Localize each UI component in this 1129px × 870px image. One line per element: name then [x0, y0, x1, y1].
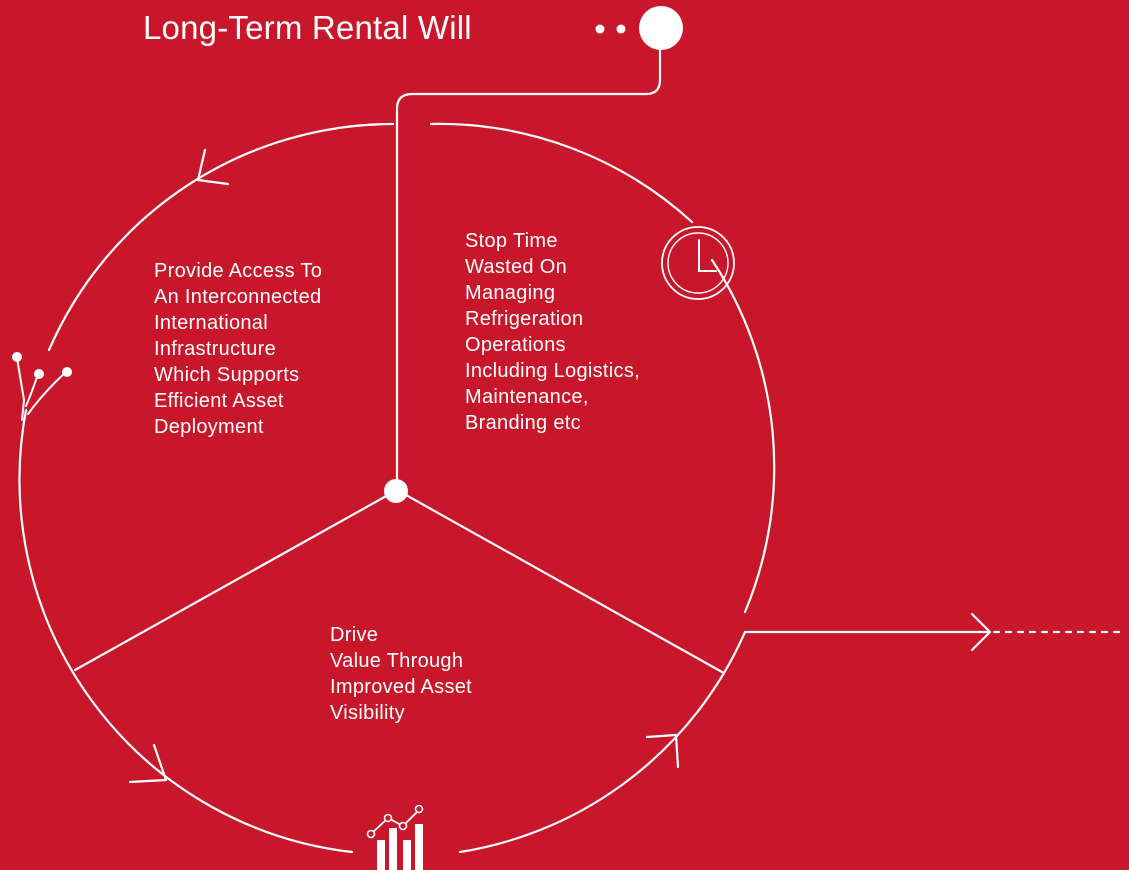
segment-left-line: Deployment — [154, 416, 264, 438]
spoke-right — [395, 488, 724, 674]
ring-arrowhead-top-left — [196, 148, 230, 186]
segment-left-line: International — [154, 312, 268, 334]
segment-right-line: Including Logistics, — [465, 360, 640, 382]
cycle-arc-top-right — [429, 122, 694, 224]
title-connector-line — [395, 32, 662, 487]
center-node — [384, 479, 408, 503]
title-small-dot-2 — [616, 24, 626, 34]
cycle-arc-bottom-right — [458, 630, 747, 854]
segment-left-text: Provide Access To An Interconnected Inte… — [154, 258, 322, 440]
segment-bottom-line: Value Through — [330, 650, 464, 672]
segment-right-line: Operations — [465, 334, 566, 356]
diagram-title: Long-Term Rental Will — [143, 9, 472, 46]
segment-right-line: Maintenance, — [465, 386, 589, 408]
ring-arrowhead-bottom-right — [645, 733, 680, 769]
ring-arrowhead-bottom-left — [128, 743, 168, 784]
segment-left-line: Efficient Asset — [154, 390, 284, 412]
cycle-arc-bottom-left — [18, 408, 354, 854]
bar-chart-trend-icon — [366, 804, 424, 870]
title-large-dot — [639, 6, 683, 50]
cycle-arc-left — [47, 122, 395, 352]
segment-right-line: Wasted On — [465, 256, 567, 278]
segment-left-line: Which Supports — [154, 364, 300, 386]
segment-bottom-line: Improved Asset — [330, 676, 473, 698]
segment-right-line: Branding etc — [465, 412, 581, 434]
network-branch-icon — [12, 352, 72, 421]
segment-left-line: An Interconnected — [154, 286, 322, 308]
cycle-arc-right — [710, 258, 776, 614]
segment-right-line: Managing — [465, 282, 556, 304]
segment-left-line: Provide Access To — [154, 260, 323, 282]
segment-right-line: Stop Time — [465, 230, 558, 252]
output-arrowhead — [970, 612, 992, 652]
segment-bottom-line: Drive — [330, 624, 379, 646]
spoke-left — [73, 488, 399, 672]
segment-left-line: Infrastructure — [154, 338, 277, 360]
segment-bottom-text: Drive Value Through Improved Asset Visib… — [330, 622, 472, 726]
segment-bottom-line: Visibility — [330, 702, 405, 724]
segment-right-text: Stop Time Wasted On Managing Refrigerati… — [465, 228, 640, 436]
segment-right-line: Refrigeration — [465, 308, 584, 330]
title-small-dot-1 — [595, 24, 605, 34]
clock-icon — [661, 226, 735, 300]
